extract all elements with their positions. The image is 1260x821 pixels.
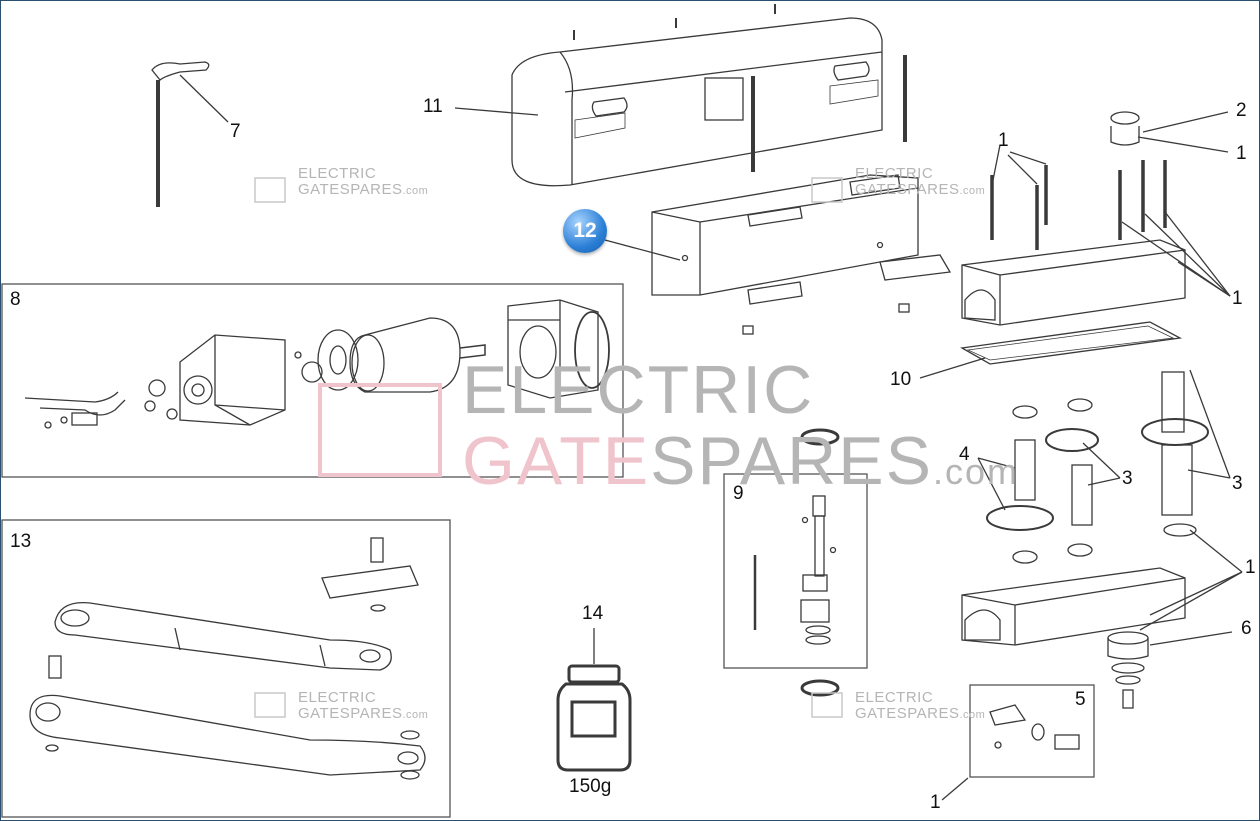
arm-assembly-part: [29, 537, 426, 780]
gasket-part: [919, 321, 1183, 379]
callout-1: 1: [930, 792, 941, 813]
watermark-logo-icon: [254, 177, 843, 718]
motor-assembly-part: [24, 299, 610, 429]
callout-3: 3: [1122, 468, 1133, 489]
callout-1: 1: [1245, 557, 1256, 578]
callout-7: 7: [230, 121, 241, 142]
callout-2: 2: [1236, 100, 1247, 121]
weight-part: [556, 628, 632, 772]
cover-part: [454, 4, 907, 187]
callout-1: 1: [1236, 143, 1247, 164]
motor-section-box: [1, 283, 624, 478]
part-12-badge: 12: [563, 209, 607, 253]
callout-3: 3: [1232, 473, 1243, 494]
callout-4: 4: [959, 444, 970, 465]
bracket-section-box: [969, 684, 1095, 778]
watermark-text: ELECTRIC GATESPARES.com: [855, 165, 986, 198]
callout-9: 9: [733, 483, 744, 504]
callout-10: 10: [890, 369, 912, 390]
bearing-part: [800, 428, 840, 697]
callout-11: 11: [423, 96, 443, 117]
shaft-section-box: [723, 473, 868, 669]
callout-6: 6: [1241, 618, 1252, 639]
base-plate-part: [604, 174, 952, 335]
callout-1: 1: [998, 130, 1009, 151]
bracket-part: [941, 704, 1080, 801]
callout-14: 14: [582, 603, 604, 624]
watermark-large-text: ELECTRIC GATESPARES.com: [462, 352, 1019, 500]
watermark-text: ELECTRIC GATESPARES.com: [298, 165, 429, 198]
lower-housing-part: [961, 529, 1243, 709]
watermark-text: ELECTRIC GATESPARES.com: [298, 689, 429, 722]
callout-5: 5: [1075, 689, 1086, 710]
callout-13: 13: [10, 531, 32, 552]
weight-label: 150g: [569, 776, 612, 797]
gear-set-part: [977, 369, 1231, 564]
allen-key-part: [151, 61, 229, 207]
upper-housing-part: [961, 111, 1231, 326]
callout-1: 1: [1232, 288, 1243, 309]
watermark-text: ELECTRIC GATESPARES.com: [855, 689, 986, 722]
callout-8: 8: [10, 289, 21, 310]
shaft-assembly-part: [753, 495, 837, 645]
arm-section-box: [1, 519, 451, 818]
